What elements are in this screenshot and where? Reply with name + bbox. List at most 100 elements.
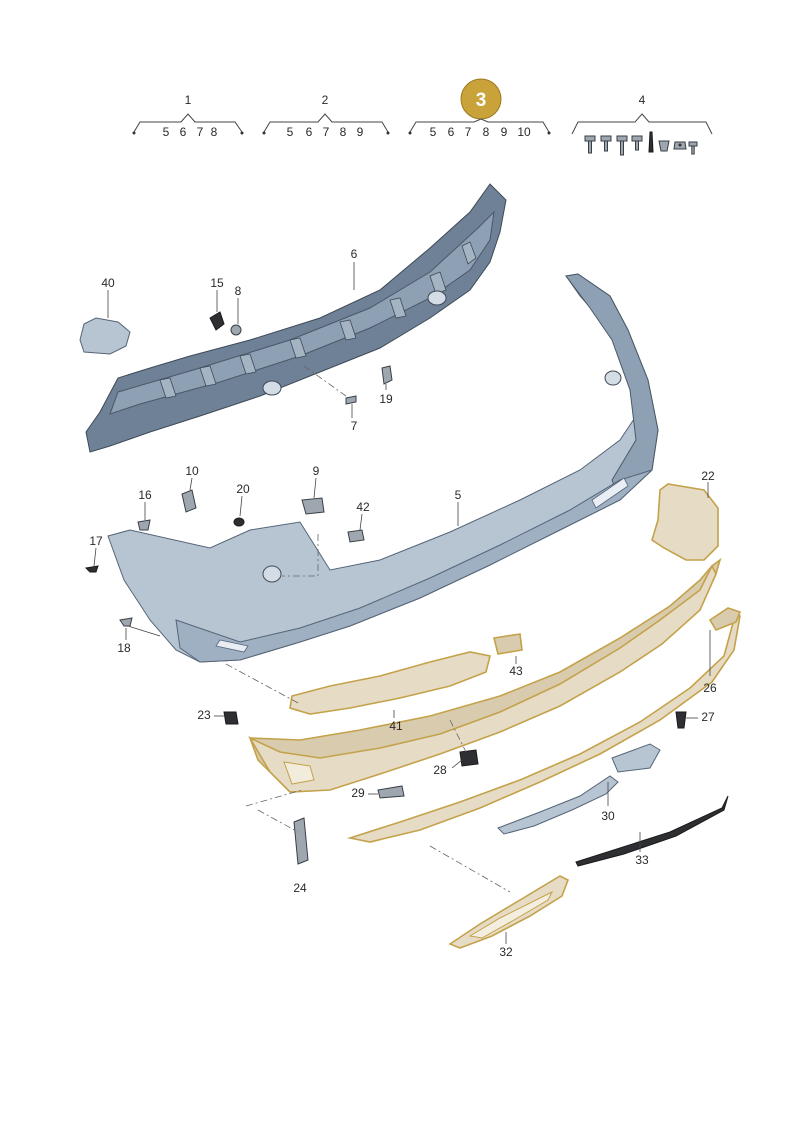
part-17-screw[interactable] — [84, 565, 99, 573]
group-1-item: 6 — [180, 125, 187, 139]
part-10-bracket[interactable] — [181, 489, 197, 513]
sensor-hole — [262, 565, 282, 583]
nut-icon — [673, 141, 687, 150]
callout-9[interactable]: 9 — [313, 464, 320, 478]
callout-19[interactable]: 19 — [379, 392, 393, 406]
group-1[interactable]: 1 5 6 7 8 — [132, 93, 244, 139]
part-28-bracket[interactable] — [459, 749, 479, 767]
callout-5[interactable]: 5 — [455, 488, 462, 502]
brace-dot — [408, 131, 412, 135]
dash-24a — [245, 789, 303, 807]
callout-20[interactable]: 20 — [236, 482, 250, 496]
group-3-item: 7 — [465, 125, 472, 139]
group-2-item: 9 — [357, 125, 364, 139]
callout-28[interactable]: 28 — [433, 763, 447, 777]
part-32-reflector-frame[interactable] — [448, 875, 570, 949]
part-26-diffuser-trim[interactable] — [248, 557, 722, 793]
group-4-label: 4 — [639, 93, 646, 107]
part-22-bracket[interactable] — [651, 483, 719, 561]
callout-41[interactable]: 41 — [389, 719, 403, 733]
part-20-shape — [233, 517, 245, 527]
callout-18[interactable]: 18 — [117, 641, 131, 655]
group-2-item: 5 — [287, 125, 294, 139]
callout-30[interactable]: 30 — [601, 809, 615, 823]
brace-dot — [386, 131, 390, 135]
part-43-bracket[interactable] — [493, 633, 523, 655]
carrier-body — [85, 183, 507, 453]
carrier-top-face — [109, 210, 495, 415]
callout-43[interactable]: 43 — [509, 664, 523, 678]
callout-29[interactable]: 29 — [351, 786, 365, 800]
leader-18b — [127, 625, 161, 637]
part-43-shape — [493, 633, 523, 655]
part-30-end — [611, 743, 661, 773]
part-23-screw[interactable] — [223, 711, 239, 725]
callout-7[interactable]: 7 — [351, 419, 358, 433]
group-2[interactable]: 2 5 6 7 8 9 — [262, 93, 390, 139]
callout-16[interactable]: 16 — [138, 488, 152, 502]
group-3-item: 10 — [517, 125, 531, 139]
part-41-trim-strip[interactable] — [289, 651, 491, 715]
part-33-shape — [575, 795, 729, 867]
group-3[interactable]: 3 5 6 7 8 9 10 — [408, 78, 551, 139]
callout-6[interactable]: 6 — [351, 247, 358, 261]
callout-8[interactable]: 8 — [235, 284, 242, 298]
part-28-shape — [459, 749, 479, 767]
part-32-shape — [448, 875, 570, 949]
part-32-inner — [468, 890, 554, 939]
callout-26[interactable]: 26 — [703, 681, 717, 695]
callout-27[interactable]: 27 — [701, 710, 715, 724]
callout-22[interactable]: 22 — [701, 469, 715, 483]
part-lower-spoiler[interactable] — [346, 607, 742, 843]
part-19-clip[interactable] — [381, 365, 393, 385]
callout-17[interactable]: 17 — [89, 534, 103, 548]
group-1-item: 7 — [197, 125, 204, 139]
reflector-recess — [215, 639, 249, 653]
part-33-strip[interactable] — [575, 795, 729, 867]
callout-23[interactable]: 23 — [197, 708, 211, 722]
group-1-item: 8 — [211, 125, 218, 139]
part-15-clip[interactable] — [209, 311, 225, 331]
bolt-icon — [631, 135, 643, 151]
part-27-shape — [675, 711, 687, 729]
part-24-bracket[interactable] — [293, 817, 309, 865]
group-1-brace — [133, 113, 243, 133]
part-18-screw[interactable] — [119, 617, 133, 627]
callout-42[interactable]: 42 — [356, 500, 370, 514]
part-6-bumper-carrier[interactable] — [85, 183, 507, 453]
callout-40[interactable]: 40 — [101, 276, 115, 290]
part-42-pin[interactable] — [347, 529, 365, 543]
part-27-screw[interactable] — [675, 711, 687, 729]
brace-dot — [547, 131, 551, 135]
callout-24[interactable]: 24 — [293, 881, 307, 895]
part-29-clip[interactable] — [377, 785, 405, 799]
part-20-nut[interactable] — [233, 517, 245, 527]
dash-41 — [225, 663, 301, 705]
part-24-shape — [293, 817, 309, 865]
part-16-clip[interactable] — [137, 519, 151, 531]
leader-17 — [93, 547, 97, 567]
part-17-shape — [84, 565, 99, 573]
part-30-shape — [497, 775, 619, 835]
part-9-bracket[interactable] — [301, 497, 325, 515]
callout-33[interactable]: 33 — [635, 853, 649, 867]
callout-labels: 6 40 15 8 19 7 10 9 16 20 5 22 42 17 18 … — [89, 247, 717, 959]
carrier-hole — [427, 290, 447, 306]
part-7-screw[interactable] — [345, 395, 357, 405]
lower-spoiler-end — [708, 607, 742, 631]
group-3-item: 5 — [430, 125, 437, 139]
group-4[interactable]: 4 — [571, 93, 713, 156]
bolt-icon — [584, 135, 596, 154]
part-8-nut[interactable] — [230, 324, 242, 336]
callout-10[interactable]: 10 — [185, 464, 199, 478]
part-40-shape — [79, 317, 131, 355]
part-30-trim[interactable] — [497, 743, 661, 835]
callout-15[interactable]: 15 — [210, 276, 224, 290]
callout-32[interactable]: 32 — [499, 945, 513, 959]
group-2-label: 2 — [322, 93, 329, 107]
part-40-bracket[interactable] — [79, 317, 131, 355]
part-5-bumper-cover[interactable] — [107, 273, 659, 663]
lower-spoiler-shape — [346, 610, 741, 843]
group-3-item: 6 — [448, 125, 455, 139]
